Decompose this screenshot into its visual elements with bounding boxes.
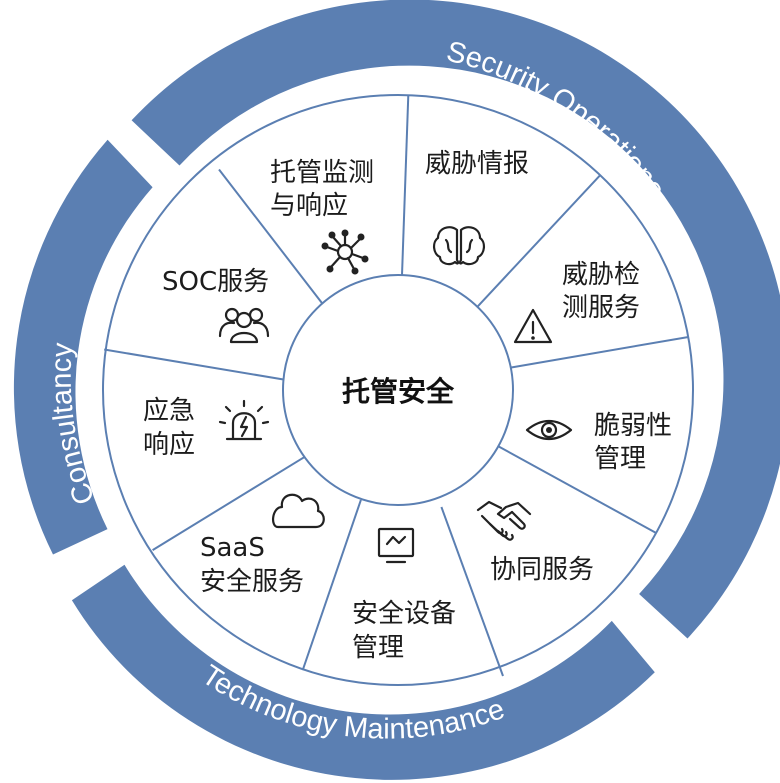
segment-label-device-management-line2: 管理 — [352, 633, 404, 663]
alarm-siren-icon — [218, 399, 270, 441]
segment-label-threat-intelligence: 威胁情报 — [425, 149, 529, 179]
segment-label-device-management: 安全设备 — [352, 599, 456, 629]
segment-label-emergency-response-line2: 响应 — [143, 430, 195, 460]
monitor-icon — [377, 527, 415, 564]
segment-label-saas-line2: 安全服务 — [200, 567, 304, 597]
segment-label-managed-detection-line2: 与响应 — [270, 191, 348, 221]
segment-label-collaboration: 协同服务 — [490, 555, 594, 585]
segment-label-vulnerability: 脆弱性 — [594, 411, 672, 441]
center-hub — [282, 274, 514, 506]
center-label: 托管安全 — [342, 375, 455, 408]
security-operations-band — [131, 0, 780, 639]
segment-label-emergency-response: 应急 — [143, 396, 195, 426]
technology-maintenance-band — [71, 564, 655, 780]
segment-dividers — [104, 95, 688, 677]
network-nodes-icon — [321, 229, 369, 275]
consultancy-band — [13, 139, 153, 555]
cloud-icon — [272, 493, 325, 529]
warning-triangle-icon — [513, 308, 553, 344]
segment-label-vulnerability-line2: 管理 — [594, 444, 646, 474]
segment-label-managed-detection: 托管监测 — [270, 158, 374, 188]
eye-icon — [525, 419, 573, 441]
brain-icon — [433, 226, 485, 266]
team-group-icon — [218, 307, 270, 344]
segment-label-threat-detection: 威胁检 — [562, 260, 640, 290]
segment-label-saas: SaaS — [200, 533, 265, 563]
segment-label-threat-detection-line2: 测服务 — [562, 293, 640, 323]
handshake-icon — [476, 500, 532, 541]
segment-label-soc: SOC服务 — [162, 267, 269, 297]
